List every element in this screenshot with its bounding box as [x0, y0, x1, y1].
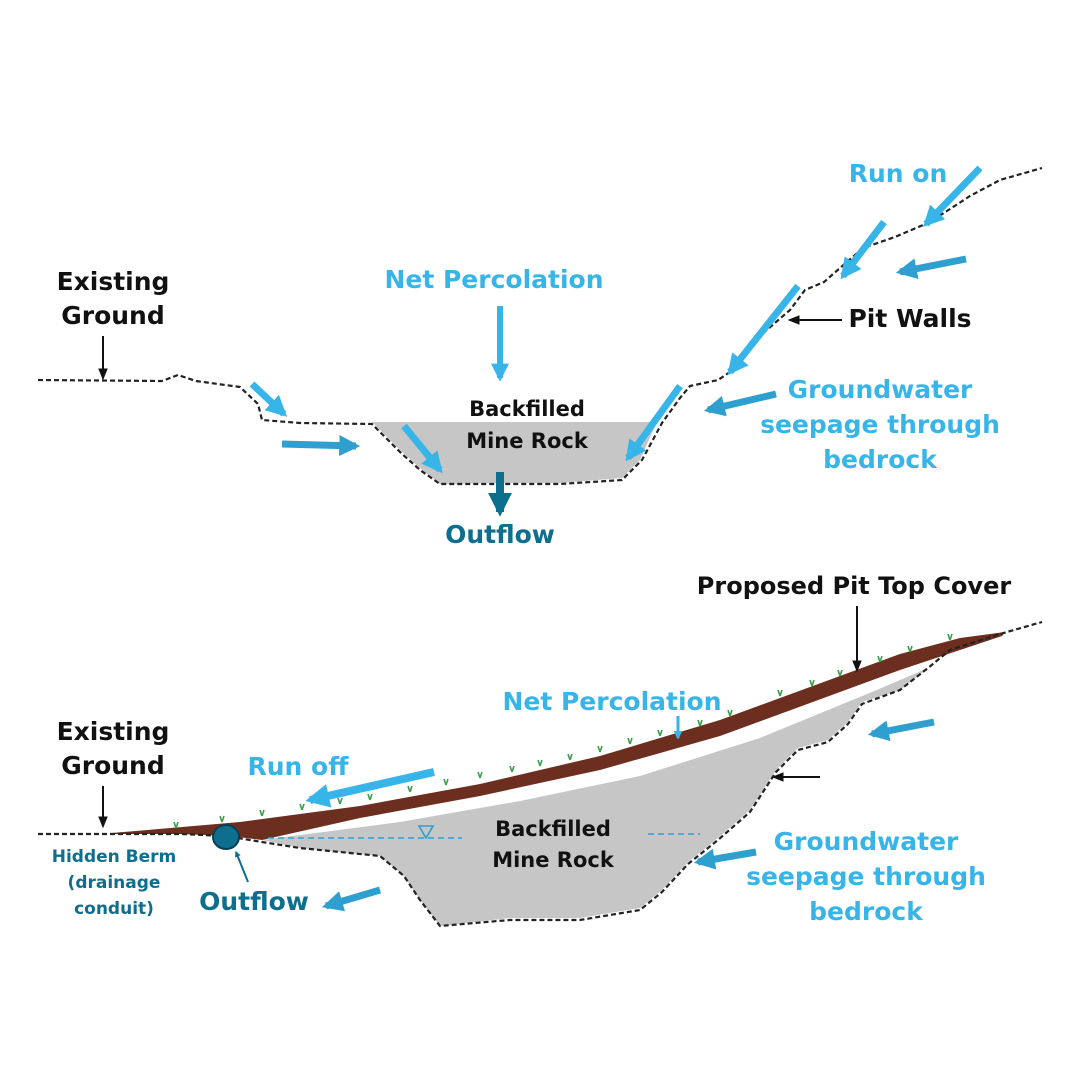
top-existing-ground-label-1: Existing [57, 267, 170, 296]
top-existing-ground-label-2: Ground [61, 301, 165, 330]
pit-top-cover [112, 632, 1005, 840]
top-groundwater-label-3: bedrock [823, 445, 938, 474]
top-groundwater-arrow-2 [703, 390, 777, 417]
bottom-groundwater-arrow-1 [867, 718, 935, 742]
bottom-section: Proposed Pit Top Cover Net Percolation E… [38, 572, 1043, 928]
top-net-percolation-label: Net Percolation [384, 265, 603, 294]
top-section: Existing Ground Net Percolation Backfill… [37, 159, 1043, 549]
bottom-net-percolation-label: Net Percolation [502, 687, 721, 716]
bottom-backfilled-label-2: Mine Rock [492, 848, 615, 872]
water-table-icon [417, 825, 435, 840]
top-outflow-label: Outflow [445, 520, 555, 549]
proposed-cover-label: Proposed Pit Top Cover [697, 572, 1012, 600]
bottom-outflow-arrow [321, 886, 381, 912]
pit-walls-label: Pit Walls [848, 304, 971, 333]
drainage-conduit [212, 824, 240, 850]
bottom-groundwater-arrow-2 [693, 848, 757, 870]
bottom-outflow-label: Outflow [199, 887, 309, 916]
inner-runoff-arrow [401, 423, 443, 474]
run-on-arrow-2 [840, 219, 887, 280]
run-on-arrow-1 [923, 165, 983, 228]
bottom-existing-ground-label-1: Existing [57, 717, 170, 746]
top-groundwater-arrow-1 [895, 255, 967, 280]
wall-runoff-arrow-2 [625, 383, 683, 462]
run-off-arrow [305, 768, 435, 808]
top-groundwater-label-2: seepage through [760, 410, 1000, 439]
hidden-berm-label-1: Hidden Berm [52, 847, 177, 867]
bottom-backfill-fill [262, 668, 928, 926]
run-off-label: Run off [248, 752, 350, 781]
bottom-groundwater-label-2: seepage through [746, 862, 986, 891]
wall-runoff-arrow-1 [727, 283, 801, 376]
hidden-berm-label-2: (drainage [68, 873, 161, 893]
top-backfill-fill [372, 422, 657, 484]
vegetation-tufts [173, 633, 953, 829]
bottom-groundwater-label-1: Groundwater [774, 827, 959, 856]
run-on-label: Run on [849, 159, 948, 188]
bottom-backfilled-label-1: Backfilled [495, 817, 611, 841]
left-subsurface-arrow [281, 435, 361, 457]
top-groundwater-label-1: Groundwater [788, 375, 973, 404]
conduit-pointer [234, 850, 249, 883]
left-surface-arrow [249, 381, 288, 417]
top-backfilled-label-1: Backfilled [469, 397, 585, 421]
bottom-existing-ground-label-2: Ground [61, 751, 165, 780]
bottom-groundwater-label-3: bedrock [809, 897, 924, 926]
top-backfilled-label-2: Mine Rock [466, 429, 589, 453]
bottom-existing-ground-line [38, 620, 1043, 928]
hidden-berm-label-3: conduit) [74, 899, 154, 919]
